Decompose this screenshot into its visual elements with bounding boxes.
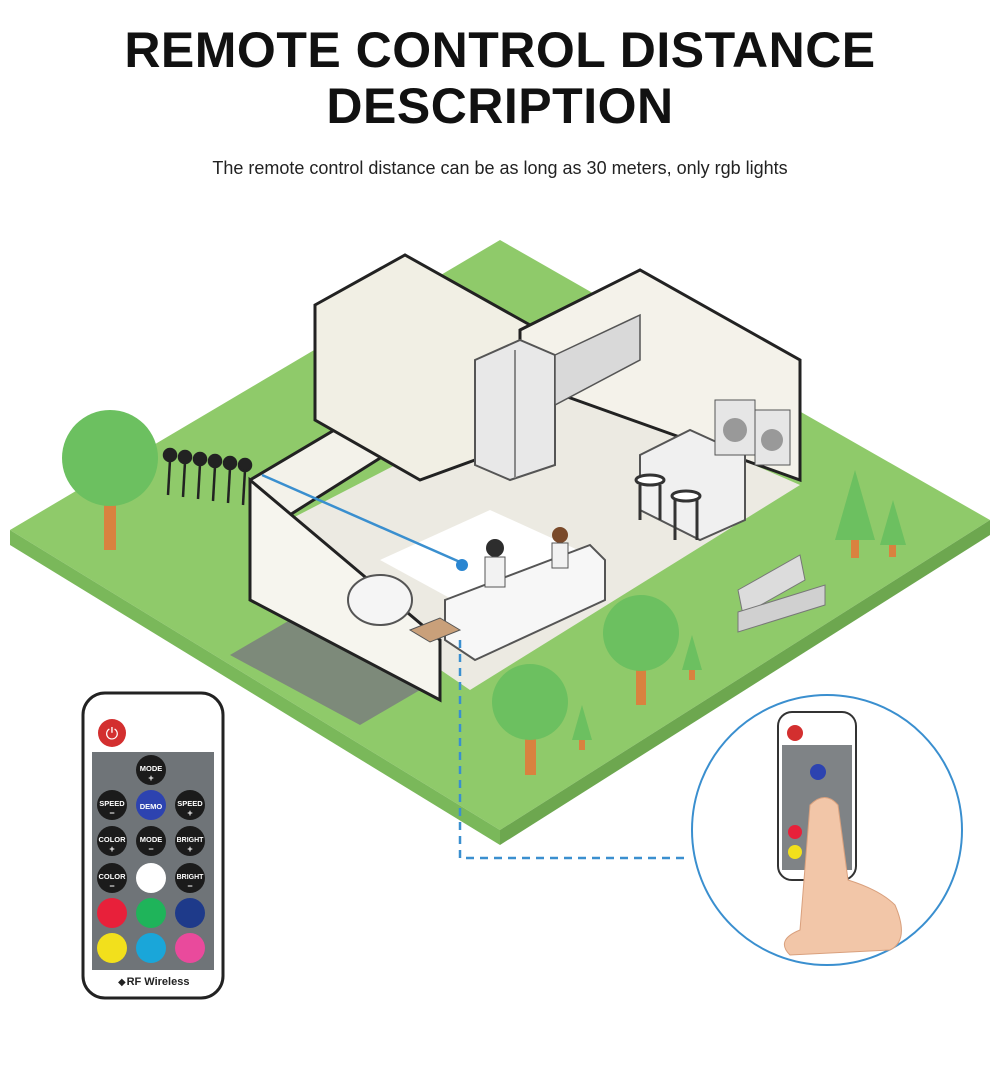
title-line-2: DESCRIPTION [326,78,674,134]
tree-left [62,410,158,550]
page-title: REMOTE CONTROL DISTANCE DESCRIPTION [0,22,1000,134]
bar-stools [634,473,702,540]
pink-button[interactable] [175,933,205,963]
white-button[interactable] [136,863,166,893]
pointing-finger [783,797,902,956]
bright-plus-button[interactable]: BRIGHT + [175,826,205,856]
mode-center-button[interactable]: MODE − [136,826,166,856]
plus-sign: + [109,844,114,854]
color-plus-label: COLOR [98,835,126,844]
lawn-edge-right [500,520,990,845]
fridge [474,338,556,482]
color-minus-label: COLOR [98,872,126,881]
minus-sign: − [148,844,153,854]
speed-left-label: SPEED [99,799,125,808]
speed-right-label: SPEED [177,799,203,808]
washing-machines [714,399,791,466]
kitchen-counter [554,313,641,407]
minus-sign: − [109,881,114,891]
garden-spotlights [162,447,253,506]
title-line-1: REMOTE CONTROL DISTANCE [124,22,876,78]
tree-bottom [492,664,568,775]
red-button[interactable] [97,898,127,928]
bright-minus-label: BRIGHT [177,874,205,881]
plus-sign: + [187,808,192,818]
minus-sign: − [187,881,192,891]
power-icon: ⏻ [106,724,119,743]
power-button[interactable]: ⏻ [98,719,126,747]
cyan-button[interactable] [136,933,166,963]
bright-plus-label: BRIGHT [177,837,205,844]
pine-trees [572,470,906,750]
demo-label: DEMO [140,802,163,811]
mode-top-label: MODE [140,764,163,773]
mode-top-button[interactable]: MODE + [136,755,166,785]
armchair [347,574,413,626]
page-subtitle: The remote control distance can be as lo… [212,158,788,178]
wireless-icon: ◆ [118,977,126,988]
lawn-edge [10,530,500,845]
color-minus-button[interactable]: COLOR − [97,863,127,893]
demo-button[interactable]: DEMO [136,790,166,820]
blue-button[interactable] [175,898,205,928]
speed-right-button[interactable]: SPEED + [175,790,205,820]
plus-sign: + [148,773,153,783]
green-button[interactable] [136,898,166,928]
brand-label: RF Wireless [127,976,190,988]
garden-path [230,620,420,725]
speed-left-button[interactable]: SPEED − [97,790,127,820]
plus-sign: + [187,844,192,854]
park-bench [737,554,826,633]
mode-center-label: MODE [140,835,163,844]
people-on-sofa [484,527,569,588]
color-plus-button[interactable]: COLOR + [97,826,127,856]
dashed-connector [458,640,690,860]
sofa [444,543,606,662]
tree-center-right [603,595,679,705]
signal-line [261,473,461,564]
bright-minus-button[interactable]: BRIGHT − [175,863,205,893]
coffee-table [408,617,462,643]
remote-in-hand [456,559,468,571]
yellow-button[interactable] [97,933,127,963]
minus-sign: − [109,808,114,818]
